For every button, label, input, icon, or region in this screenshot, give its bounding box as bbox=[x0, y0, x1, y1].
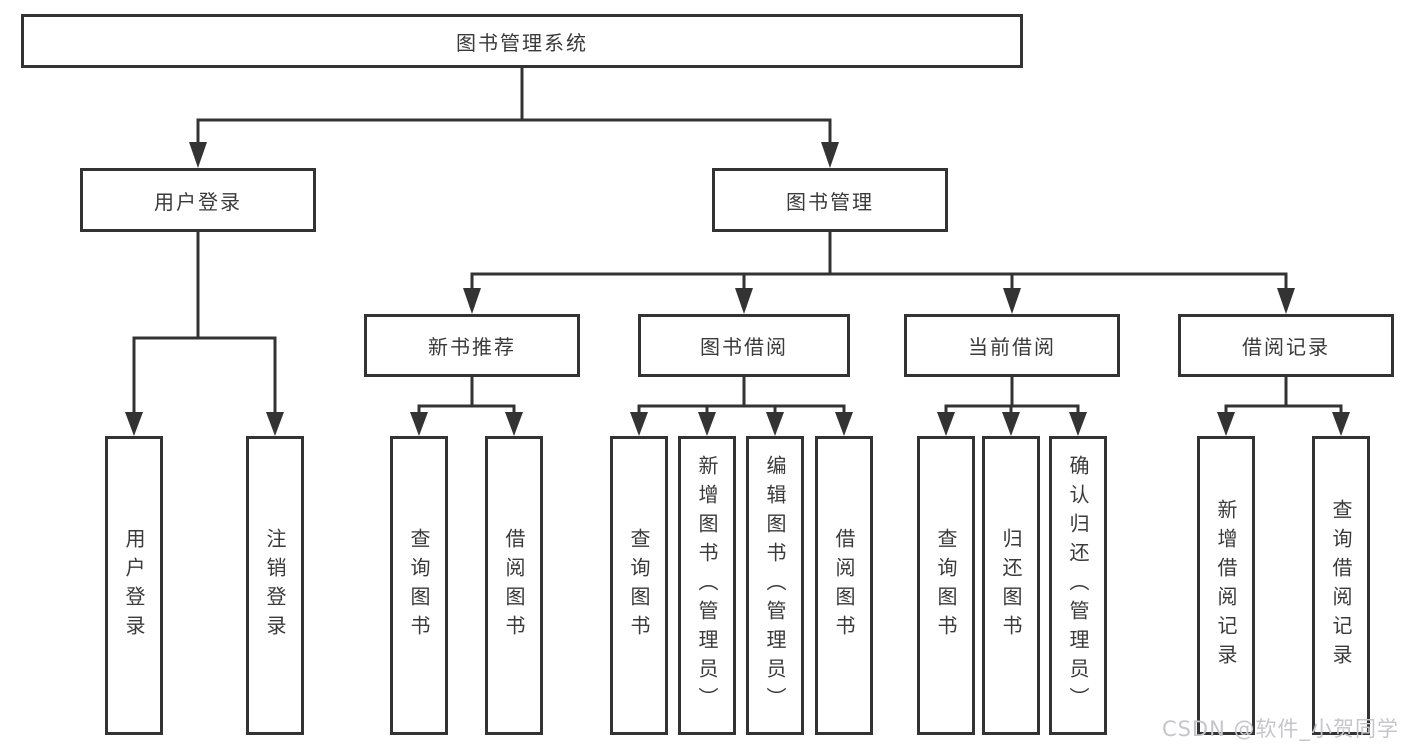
node-book-borrowing-label: 图书借阅 bbox=[700, 335, 788, 359]
borrowing-records-fork-connector bbox=[1217, 377, 1350, 436]
leaf-borrowing-add-books-admin-label: 新增图书（管理员） bbox=[695, 455, 719, 716]
node-new-book-recommendation: 新书推荐 bbox=[364, 314, 580, 377]
new-books-fork-connector bbox=[410, 377, 523, 436]
node-current-borrowing: 当前借阅 bbox=[904, 314, 1120, 377]
node-book-borrowing: 图书借阅 bbox=[638, 314, 850, 377]
book-borrowing-fork-connector bbox=[630, 377, 853, 436]
leaf-user-login: 用户登录 bbox=[105, 436, 163, 735]
leaf-current-return-books-label: 归还图书 bbox=[999, 527, 1023, 644]
node-user-login-label: 用户登录 bbox=[154, 189, 242, 214]
csdn-watermark: CSDN @软件_小贺同学 bbox=[1161, 717, 1399, 741]
leaf-newbooks-query-books-label: 查询图书 bbox=[407, 527, 431, 644]
node-book-management-label: 图书管理 bbox=[786, 189, 874, 214]
leaf-borrowing-edit-books-admin-label: 编辑图书（管理员） bbox=[763, 455, 787, 716]
leaf-current-return-books: 归还图书 bbox=[982, 436, 1040, 735]
node-root: 图书管理系统 bbox=[21, 14, 1023, 68]
node-root-label: 图书管理系统 bbox=[456, 30, 588, 55]
current-borrowing-fork-connector bbox=[937, 377, 1087, 436]
root-branch-connector bbox=[189, 68, 839, 168]
node-user-login: 用户登录 bbox=[80, 168, 316, 232]
leaf-borrowing-add-books-admin: 新增图书（管理员） bbox=[678, 436, 736, 735]
leaf-newbooks-borrow-books: 借阅图书 bbox=[485, 436, 543, 735]
leaf-current-query-books: 查询图书 bbox=[917, 436, 975, 735]
leaf-current-confirm-return-admin: 确认归还（管理员） bbox=[1049, 436, 1107, 735]
node-borrowing-records: 借阅记录 bbox=[1178, 314, 1394, 377]
login-branch-connector bbox=[125, 232, 284, 436]
leaf-logout: 注销登录 bbox=[246, 436, 304, 735]
leaf-logout-label: 注销登录 bbox=[263, 527, 287, 644]
node-current-borrowing-label: 当前借阅 bbox=[968, 335, 1056, 359]
node-new-book-recommendation-label: 新书推荐 bbox=[428, 335, 516, 359]
leaf-records-add-record-label: 新增借阅记录 bbox=[1214, 498, 1238, 673]
leaf-newbooks-borrow-books-label: 借阅图书 bbox=[502, 527, 526, 644]
leaf-records-query-record: 查询借阅记录 bbox=[1312, 436, 1370, 735]
leaf-borrowing-edit-books-admin: 编辑图书（管理员） bbox=[746, 436, 804, 735]
leaf-user-login-label: 用户登录 bbox=[122, 527, 146, 644]
leaf-newbooks-query-books: 查询图书 bbox=[390, 436, 448, 735]
management-branch-connector bbox=[463, 232, 1295, 314]
leaf-borrowing-borrow-books: 借阅图书 bbox=[815, 436, 873, 735]
node-borrowing-records-label: 借阅记录 bbox=[1242, 335, 1330, 359]
leaf-borrowing-borrow-books-label: 借阅图书 bbox=[832, 527, 856, 644]
leaf-borrowing-query-books: 查询图书 bbox=[610, 436, 668, 735]
leaf-records-query-record-label: 查询借阅记录 bbox=[1329, 498, 1353, 673]
leaf-current-query-books-label: 查询图书 bbox=[934, 527, 958, 644]
leaf-records-add-record: 新增借阅记录 bbox=[1197, 436, 1255, 735]
leaf-current-confirm-return-admin-label: 确认归还（管理员） bbox=[1066, 455, 1090, 716]
node-book-management: 图书管理 bbox=[712, 168, 948, 232]
leaf-borrowing-query-books-label: 查询图书 bbox=[627, 527, 651, 644]
